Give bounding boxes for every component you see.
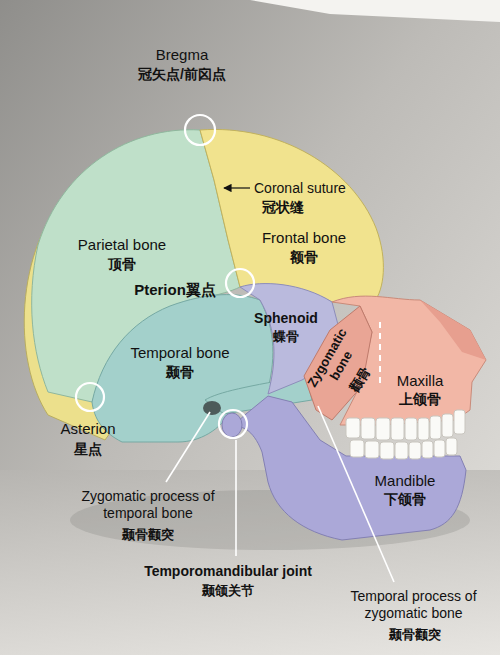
teeth [346,410,465,459]
part-label: Coronal suture [254,180,346,197]
table-surface [0,470,500,655]
part-label: 蝶骨 [273,329,299,345]
part-label: 上颌骨 [399,391,441,408]
part-label: Parietal bone [78,236,166,254]
part-label: 额骨 [290,249,318,266]
part-label: 星点 [74,441,102,458]
part-label: 颧骨 [347,365,374,395]
part-label: 颞骨颧突 [389,627,441,643]
nasal-area [420,300,486,360]
part-label: 颞骨颧突 [122,527,174,543]
mandible-bone [228,396,466,540]
part-label: 下颌骨 [384,491,426,508]
ear-canal [203,401,221,415]
part-label: 冠矢点/前囟点 [138,66,226,83]
temporal-bone [92,295,273,442]
part-label: Asterion [60,420,115,438]
part-label: Sphenoid [254,310,318,327]
paper-sheet [250,0,500,22]
condyle [222,413,242,437]
part-label: Bregma [156,46,209,64]
part-label: Temporal bone [130,344,229,362]
part-label: 顶骨 [108,256,136,273]
part-label: 颞骨 [166,364,194,381]
part-label: Zygomatic process of temporal bone [58,488,238,522]
part-label: Maxilla [397,372,444,390]
part-label: Temporal process of zygomatic bone [331,588,496,622]
part-label: Frontal bone [262,229,346,247]
dashed-marker [379,322,381,385]
part-label: Pterion翼点 [134,281,216,299]
frontal-bone [200,129,383,302]
landmark-circles [76,115,254,438]
part-label: Temporomandibular joint [144,563,312,580]
part-label: 颞颌关节 [202,583,254,599]
part-label: 冠状缝 [262,199,304,216]
part-label: Mandible [375,472,436,490]
suture-arrow [224,187,250,188]
